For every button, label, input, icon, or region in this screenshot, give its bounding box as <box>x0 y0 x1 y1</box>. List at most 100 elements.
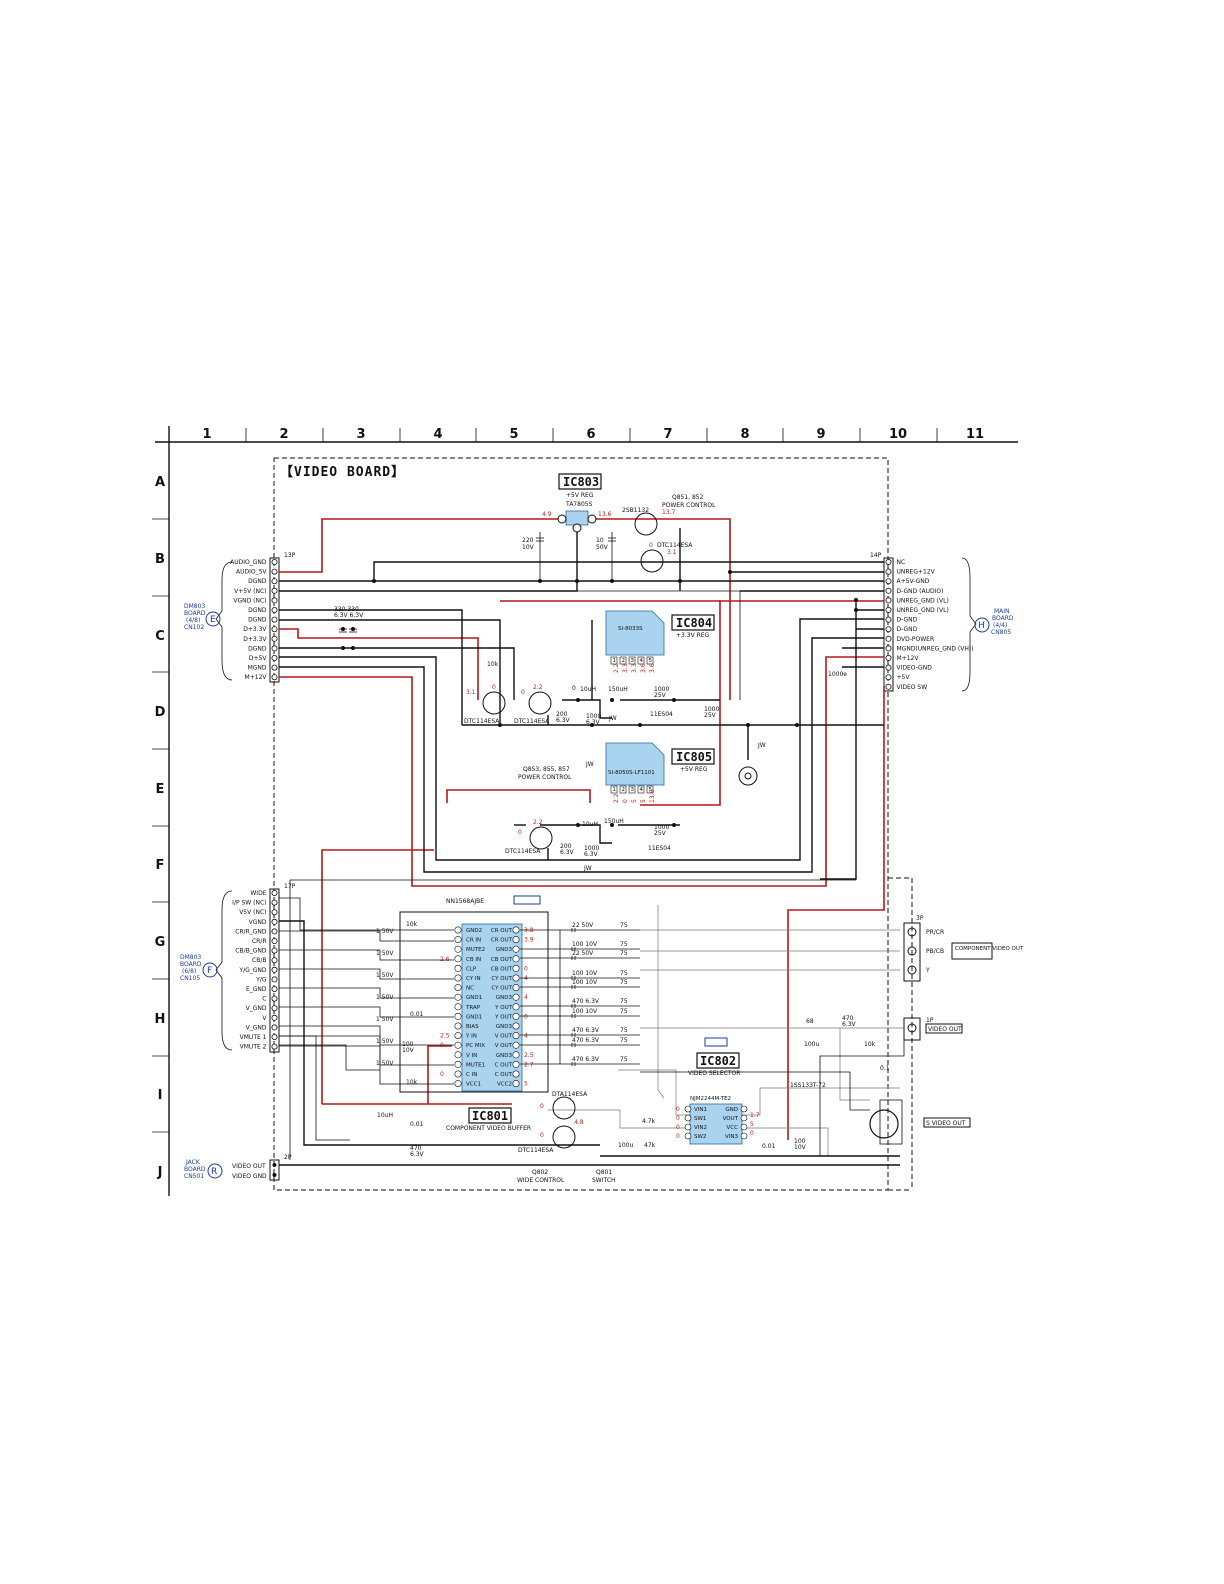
ic801-right-pin-9 <box>512 1003 520 1011</box>
out-cap-label-5: 470 6.3V <box>572 998 600 1005</box>
out-cap-label-3: 100 10V <box>572 970 598 977</box>
q852-part: DTC114ESA <box>657 542 693 549</box>
svg-text:150uH: 150uH <box>608 686 628 693</box>
q801-part: DTC114ESA <box>518 1147 554 1154</box>
svg-text:10V: 10V <box>402 1047 415 1054</box>
connector-f-pin-12-dot <box>271 1005 278 1012</box>
ic802-left-voltage-4: 0 <box>676 1133 680 1140</box>
ic802-left-voltage-1: 0 <box>676 1106 680 1113</box>
ic801-right-pin-label-17: VCC2 <box>497 1082 512 1088</box>
connector-f-pin-3-dot <box>271 918 278 925</box>
out-cap-label-9: 470 6.3V <box>572 1056 600 1063</box>
connector-f-pin-16-dot <box>271 1043 278 1050</box>
svg-text:10: 10 <box>596 537 604 544</box>
connector-h-pin-10-dot <box>885 655 892 662</box>
svg-text:470: 470 <box>410 1145 422 1152</box>
ic802-left-pin-label-4: SW2 <box>694 1134 706 1140</box>
ic801-right-pin-4 <box>512 955 520 963</box>
ic804-label: IC804 <box>676 616 712 630</box>
jw-label-2: JW <box>585 761 594 768</box>
q801-desc: SWITCH <box>592 1177 616 1184</box>
ic805-pin-3 <box>628 785 636 794</box>
ic802-desc: VIDEO SELECTOR <box>688 1070 740 1077</box>
svg-text:10V: 10V <box>794 1144 807 1151</box>
out-cap-label-2: 22 50V <box>572 950 594 957</box>
ic801-right-pin-14 <box>512 1051 520 1059</box>
c-1-50-label-5: 1 50V <box>376 1038 394 1045</box>
ic801-right-pin-label-14: GND3 <box>496 1053 513 1059</box>
ic802-part: NJM2244M-TE2 <box>690 1096 731 1102</box>
ic801-right-pin-label-16: C OUT <box>495 1072 513 1078</box>
ic802-left-pin-label-1: VIN1 <box>694 1107 707 1113</box>
connector-e-board-0: DM803 <box>184 603 205 610</box>
connector-e-pin-8-label: D+3.3V <box>243 636 267 643</box>
col-label-2: 2 <box>279 427 288 442</box>
connector-f-pin-5-dot <box>271 938 278 945</box>
connector-f-pin-6-label: CB/B_GND <box>235 948 267 955</box>
connector-f-pin-2-dot <box>271 909 278 916</box>
ic801-left-pin-label-9: TRAP <box>465 1005 481 1011</box>
ic802-left-pin-2 <box>684 1114 692 1122</box>
connector-e-pin-1-label: AUDIO_5V <box>236 569 267 576</box>
ic804-pin-5 <box>646 656 654 665</box>
q801-label: Q801 <box>596 1169 612 1176</box>
ic801-right-pin-label-2: CR OUT <box>491 938 513 944</box>
ic801-left-pin-7 <box>454 984 462 992</box>
ic802-left-pin-3 <box>684 1123 692 1131</box>
connector-r-pin-1: VIDEO GND <box>232 1173 267 1180</box>
ic801-right-pin-label-5: CB OUT <box>491 966 513 972</box>
connector-f-pin-6-dot <box>271 947 278 954</box>
out-res-label-2: 75 <box>620 950 628 957</box>
ic801-part: NN1568AJBE <box>446 898 484 905</box>
svg-text:6.3V: 6.3V <box>560 849 575 856</box>
ic801-right-pin-10 <box>512 1012 520 1020</box>
connector-f-pin-15-label: VMUTE 1 <box>240 1034 267 1041</box>
q853-v1: 0 <box>518 829 522 836</box>
connector-e-pin-11-label: MGND <box>248 665 267 672</box>
junction-dots <box>341 570 858 827</box>
ic804-pin-num-5: 5 <box>649 658 653 664</box>
ic801-left-pin-label-17: VCC1 <box>466 1082 481 1088</box>
connector-h-pin-6-dot <box>885 616 892 623</box>
connector-r-board-2: CN501 <box>184 1173 204 1180</box>
q802-b-voltage: 0 <box>540 1103 544 1110</box>
connector-h-board-2: (4/4) <box>993 622 1007 629</box>
ic801-left-pin-2 <box>454 936 462 944</box>
connector-e-board-2: (4/8) <box>186 617 200 624</box>
connector-h-pin-1-dot <box>885 568 892 575</box>
f-wire-2 <box>279 949 454 961</box>
ic801-right-voltage-5: 4 <box>524 994 528 1001</box>
ic801-left-pin-11 <box>454 1022 462 1030</box>
svg-text:0: 0 <box>572 685 576 692</box>
ic805-pin-voltage-4: 5 <box>640 799 647 803</box>
connector-f-pin-8-dot <box>271 966 278 973</box>
connector-h-pin-5-dot <box>885 607 892 614</box>
ic801-left-pin-label-8: GND1 <box>466 995 482 1001</box>
ic805-part: SI-8050S-LF1101 <box>608 770 655 776</box>
connector-f-pin-4-label: CR/R_GND <box>235 928 267 935</box>
f-wire-6 <box>279 1025 454 1046</box>
f-vmute-wire <box>279 1035 350 1141</box>
connector-f-pin-4-dot <box>271 928 278 935</box>
f-gnd-wire <box>279 920 600 1146</box>
q855-v1: 0 <box>521 689 525 696</box>
q853-desc: POWER CONTROL <box>518 774 572 781</box>
connector-h-pin-11-dot <box>885 664 892 671</box>
ic802-left-pin-label-2: SW1 <box>694 1116 706 1122</box>
connector-h-pin-10-label: M+12V <box>897 655 920 662</box>
test-point: JW <box>738 742 766 786</box>
c-1-50-label-2: 1 50V <box>376 972 394 979</box>
out-res-label-5: 75 <box>620 998 628 1005</box>
connector-h-board-1: BOARD <box>992 615 1014 622</box>
connector-f-pin-10-dot <box>271 986 278 993</box>
ic805: SI-8050S-LF1101 IC805 +5V REG 12.2203545… <box>560 685 715 872</box>
ic801-left-pin-15 <box>454 1060 462 1068</box>
svg-text:150uH: 150uH <box>604 818 624 825</box>
ic802-right-pin-1 <box>740 1105 748 1113</box>
power-wiring <box>279 518 885 1140</box>
diode-3-label: 1SS133T-72 <box>790 1082 826 1089</box>
q802-q801: DTA114ESA DTC114ESA 0 0 4.8 Q802 WIDE CO… <box>517 1091 616 1184</box>
col-label-4: 4 <box>433 427 442 442</box>
svg-text:47k: 47k <box>644 1142 656 1149</box>
